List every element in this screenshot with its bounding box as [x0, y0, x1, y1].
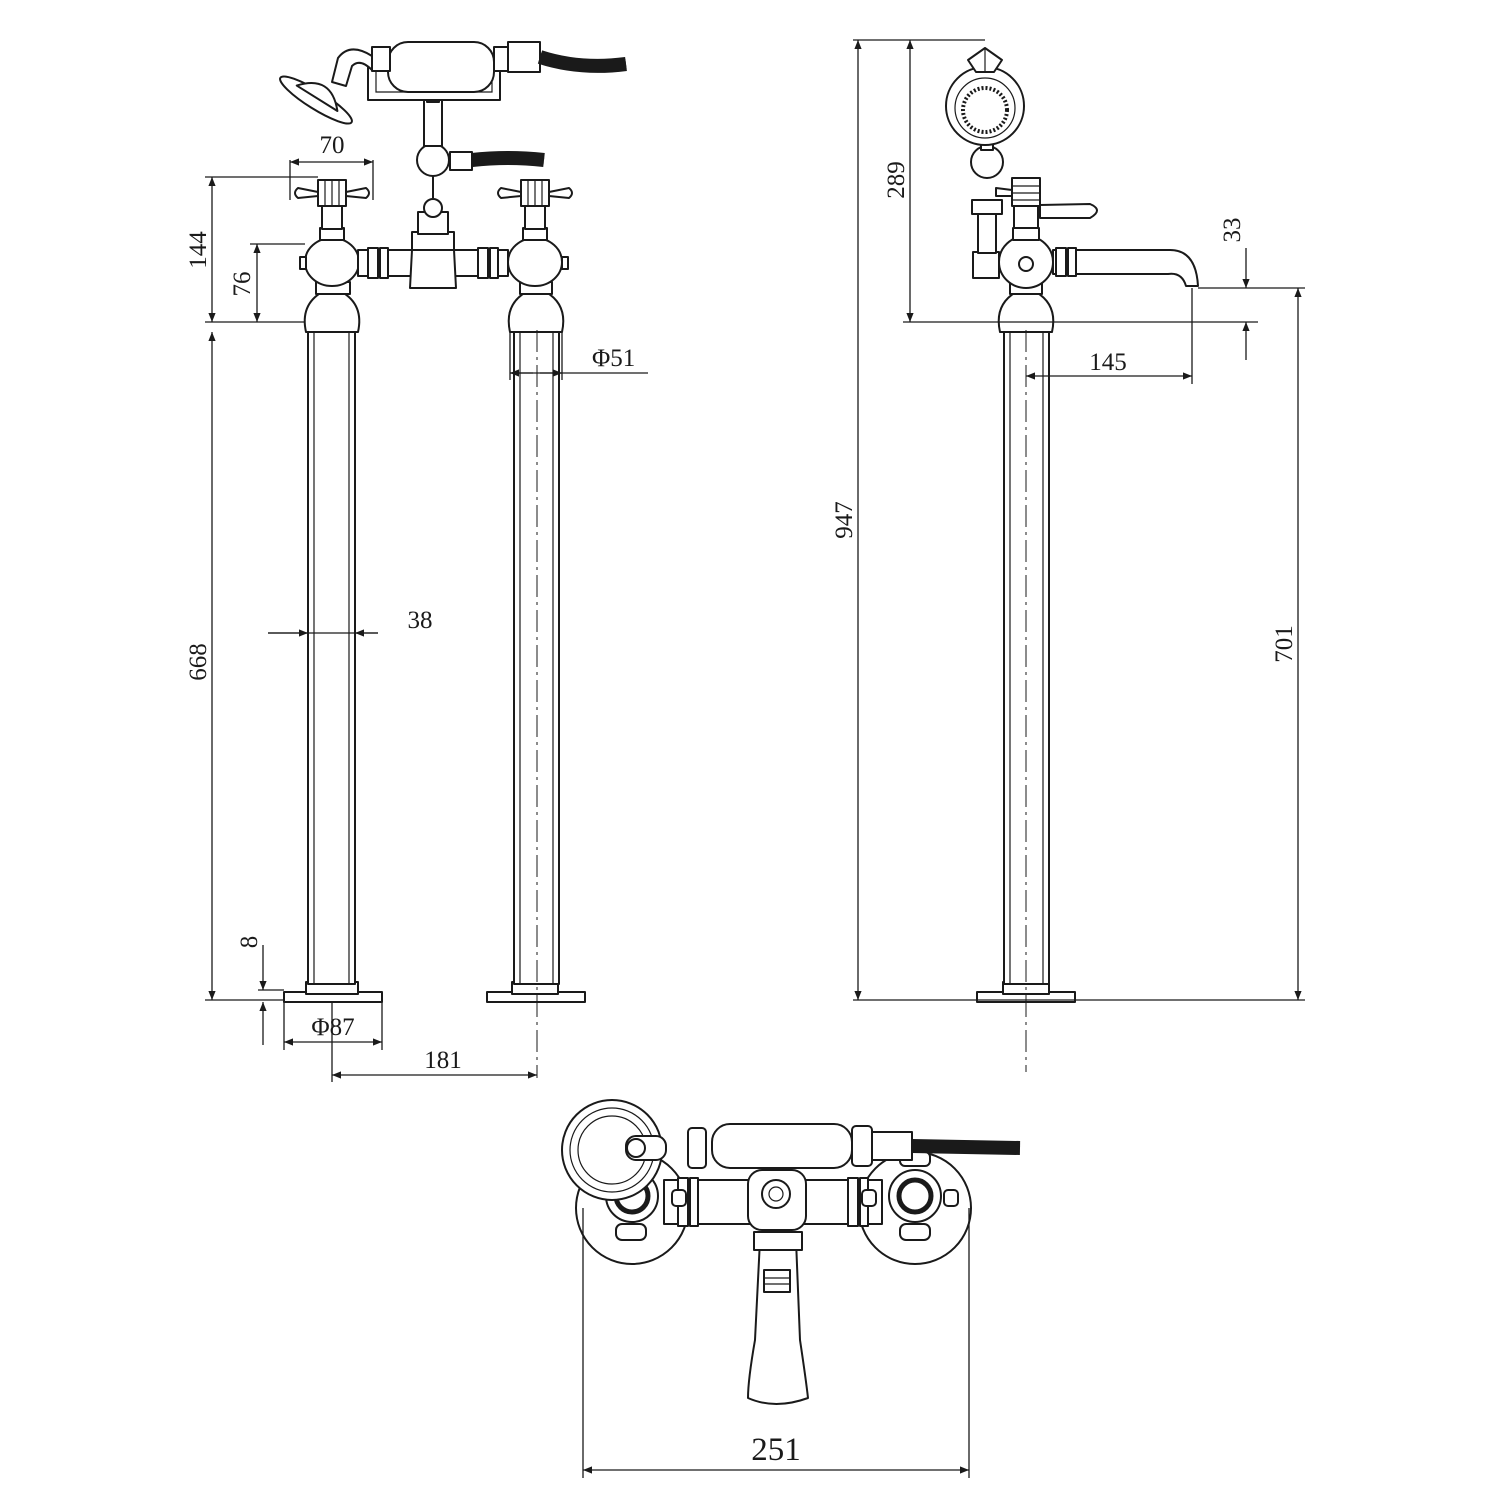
front-view: 70 144 76 Φ51 38 668 8 Φ8 [185, 41, 648, 1082]
dim-shower-height: 289 [883, 161, 910, 199]
dim-base-thickness: 8 [236, 936, 263, 949]
shower-riser-knuckle [416, 143, 450, 177]
dim-total-height: 947 [831, 501, 858, 539]
dim-pipe-spacing: 181 [424, 1047, 462, 1074]
dim-spout-reach: 145 [1089, 349, 1127, 376]
right-collar [507, 291, 565, 333]
side-spout [1052, 249, 1199, 287]
dim-pipe-height: 668 [185, 643, 212, 681]
dim-overall-width: 251 [751, 1432, 801, 1468]
dim-base-diameter: Φ87 [311, 1014, 354, 1041]
side-shower-rose [945, 47, 1025, 146]
left-valve-body [304, 237, 360, 287]
shower-rose [279, 75, 353, 125]
dim-upper-height: 144 [185, 231, 212, 269]
left-standpipe [307, 329, 356, 985]
left-cross-handle [294, 179, 370, 230]
dim-body-height: 76 [229, 272, 256, 297]
left-collar [303, 291, 361, 333]
dim-spout-drop: 33 [1219, 218, 1246, 243]
right-valve-body [507, 237, 563, 287]
dim-spout-height: 701 [1271, 625, 1298, 663]
top-spout [747, 1239, 809, 1405]
dim-pipe-width: 38 [408, 607, 433, 634]
right-cross-handle [497, 179, 573, 230]
top-handset [711, 1123, 853, 1169]
top-view: 251 [561, 1099, 1021, 1478]
shower-handset [387, 41, 495, 93]
side-view: 947 289 33 145 701 [831, 39, 1305, 1072]
dim-pipe-diameter: Φ51 [592, 345, 635, 372]
dim-handle-spacing: 70 [320, 132, 345, 159]
